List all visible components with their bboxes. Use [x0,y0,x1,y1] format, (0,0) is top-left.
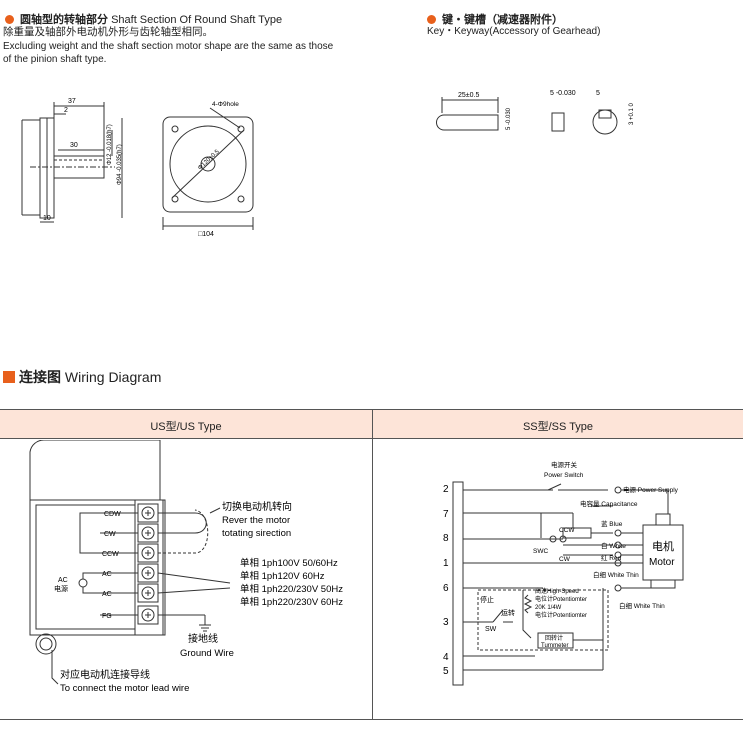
key-title: 键・键槽（减速器附件） [427,11,563,27]
ss-type-header: SS型/SS Type [522,421,594,433]
ss-terminal-2: 2 [443,484,449,495]
round-shaft-desc-en-2: of the pinion shaft type. [3,54,107,65]
ss-terminal-4: 4 [443,652,449,663]
ss-wiring-diagram: 2 7 8 1 6 3 4 5 电源开关 Power Switch 电源 Pow… [443,460,684,686]
ss-terminal-5: 5 [443,666,449,677]
dim-phi12: Φ12 -0.018(h7) [107,124,113,165]
dim-2: 2 [64,107,68,114]
key-title-en: Key・Keyway(Accessory of Gearhead) [427,26,601,37]
section-marker-icon [3,371,15,383]
voltage-line-2: 单相 1ph120V 60Hz [240,570,325,582]
round-shaft-desc-cn: 除重量及轴部外电动机外形与齿轮轴型相同。 [3,26,213,38]
pot-label-1: 高速High-Speed [535,587,579,595]
ss-terminal-6: 6 [443,583,449,594]
switch-note-en-2: totating sirection [222,528,291,539]
table-bottom-rule [0,719,743,720]
dim-key-length: 25±0.5 [458,92,479,99]
motor-label-cn: 电机 [652,539,674,553]
wiring-title: 连接图 Wiring Diagram [3,367,161,387]
terminal-ac2-label: AC [102,591,112,598]
table-header [0,410,743,438]
wire-blue-label: 蓝 Blue [601,519,623,528]
power-supply-label: 电源 Power Supply [623,485,679,494]
swc-label: SWC [533,548,548,555]
dim-keyway-5: 5 [596,90,600,97]
terminal-ac1-label: AC [102,571,112,578]
us-wiring-diagram: CDW CW CCW AC AC FG AC 电源 切换电动机转向 Rever … [29,440,343,694]
round-shaft-title: 圆轴型的转轴部分 Shaft Section Of Round Shaft Ty… [5,11,282,27]
lead-wire-en: To connect the motor lead wire [60,683,189,694]
terminal-ccw-label: CCW [102,551,119,558]
ss-terminal-1: 1 [443,558,449,569]
bullet-icon [5,15,14,24]
dim-key-width: 5 -0.030 [506,107,512,130]
ccw-label: CCW [559,527,575,534]
ac-source-cn: 电源 [54,584,68,593]
table-top-rule [0,409,743,410]
dim-phi94: Φ94 -0.035(h7) [117,144,123,185]
pot-label-3: 20K 1/4W [535,605,562,611]
dim-key-5: 5 -0.030 [550,90,576,97]
key-drawing: 25±0.5 5 -0.030 5 -0.030 5 3 +0.1 0 [436,90,635,135]
pot-label-4: 电位计Potentiomter [535,611,587,619]
table-header-rule [0,438,743,439]
ground-wire-en: Ground Wire [180,648,234,659]
dim-10: 10 [43,215,51,222]
ac-source-label: AC [58,577,68,584]
terminal-cdw-label: CDW [104,511,121,518]
terminal-fg-label: FG [102,613,112,620]
turnmeter-en: Turnmeter [541,643,568,649]
ss-terminal-8: 8 [443,533,449,544]
ss-terminal-7: 7 [443,509,449,520]
dim-pcd: Φ120±0.5 [197,149,221,172]
run-label: 运转 [501,608,515,617]
voltage-line-3: 单相 1ph220/230V 50Hz [240,583,343,595]
capacitance-label: 电容量 Capacitance [580,499,638,508]
voltage-line-4: 单相 1ph220/230V 60Hz [240,596,343,608]
dim-square: □104 [198,231,214,238]
power-switch-en: Power Switch [544,472,584,479]
dim-hole: 4-Φ9hole [212,101,239,108]
sw-label: SW [485,626,497,633]
wire-white-thin-label: 白细 White Thin [593,570,639,579]
motor-label-en: Motor [649,557,675,568]
ss-terminal-3: 3 [443,617,449,628]
wire-red-label: 红 Red [601,553,622,562]
pot-label-2: 电位计Potentiomter [535,595,587,603]
switch-note-en-1: Rever the motor [222,515,290,526]
dim-37: 37 [68,98,76,105]
terminal-cw-label: CW [104,531,116,538]
round-shaft-drawing: 37 2 30 10 Φ12 -0.018(h7) Φ94 -0.035(h7)… [21,98,254,238]
us-type-header: US型/US Type [150,421,222,433]
bullet-icon [427,15,436,24]
stop-label: 停止 [480,595,494,604]
voltage-line-1: 单相 1ph100V 50/60Hz [240,557,338,569]
wire-white-label: 白 White [601,541,626,550]
dim-keyway-3: 3 +0.1 0 [629,102,635,125]
table-divider [372,410,373,719]
turnmeter-cn: 回转计 [545,634,563,642]
ground-wire-cn: 接地线 [188,632,218,645]
wire-white-thin-label-2: 白细 White Thin [619,601,665,610]
switch-note-cn: 切换电动机转向 [222,500,292,513]
round-shaft-desc-en-1: Excluding weight and the shaft section m… [3,41,334,52]
power-switch-cn: 电源开关 [551,460,578,469]
lead-wire-cn: 对应电动机连接导线 [60,668,150,681]
cw-label: CW [559,556,571,563]
dim-30: 30 [70,142,78,149]
